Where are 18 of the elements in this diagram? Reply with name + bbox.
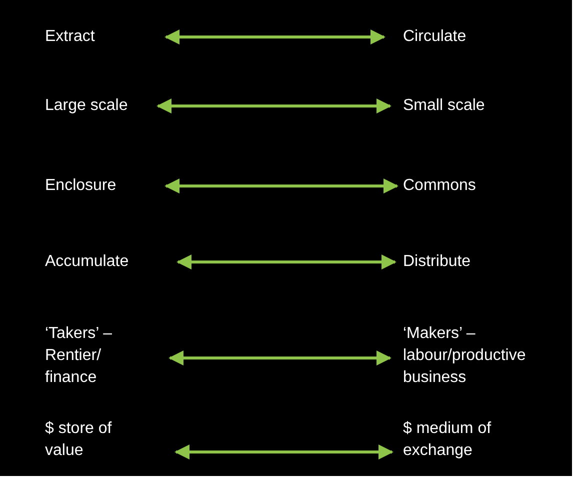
text-label: Enclosure <box>45 176 118 196</box>
text-label: Commons <box>403 176 477 196</box>
text-label: Large scale <box>45 96 129 116</box>
text-label: ‘Makers’ – labour/productive business <box>403 324 527 388</box>
double-arrow <box>164 30 386 44</box>
text-label: $ medium of exchange <box>403 419 492 461</box>
double-arrow <box>168 350 392 366</box>
text-label: Distribute <box>403 252 472 272</box>
text-label: ‘Takers’ – Rentier/ finance <box>45 324 113 388</box>
text-label: Accumulate <box>45 252 130 272</box>
text-label: Circulate <box>403 27 468 47</box>
double-arrow <box>156 98 392 114</box>
text-label: $ store of value <box>45 419 113 461</box>
double-arrow <box>176 254 396 270</box>
text-label: Extract <box>45 27 96 47</box>
double-arrow <box>174 444 394 460</box>
double-arrow <box>164 178 398 194</box>
text-label: Small scale <box>403 96 486 116</box>
